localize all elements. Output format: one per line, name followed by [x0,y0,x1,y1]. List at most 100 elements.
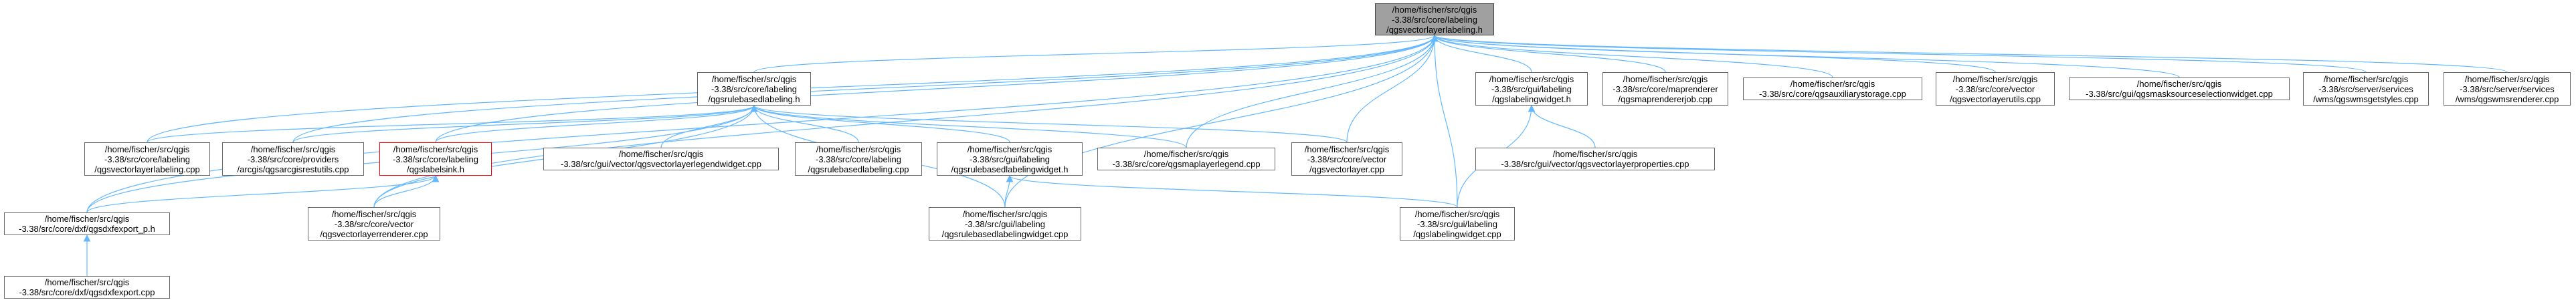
node-line: /home/fischer/src/qgis [962,208,1048,219]
node-line: /home/fischer/src/qgis [711,73,797,84]
node-line: /home/fischer/src/qgis [1304,144,1390,154]
node-line: /home/fischer/src/qgis [1489,73,1574,84]
edge-labelingwidget_cpp-to-rulebasedwidget_h [1006,174,1458,208]
edge-wmsgetstyles-to-root [1431,34,2367,73]
edge-maprendererjob-to-root [1431,34,1666,73]
node-qgsmasksourceselectionwidget-cpp[interactable]: /home/fischer/src/qgis -3.38/src/gui/qgs… [2069,78,2290,100]
node-line: /home/fischer/src/qgis [1143,149,1229,159]
node-line: -3.38/src/core/dxf/qgsdxfexport.cpp [19,287,155,297]
node-qgsauxiliarystorage-cpp[interactable]: /home/fischer/src/qgis -3.38/src/core/qg… [1743,78,1922,100]
node-qgsvectorlayerlabeling-cpp[interactable]: /home/fischer/src/qgis -3.38/src/core/la… [84,142,210,176]
node-line: /qgsrulebasedlabelingwidget.cpp [941,228,1069,239]
node-line: /home/fischer/src/qgis [2136,79,2222,89]
node-line: /qgsvectorlayerlabeling.cpp [94,164,200,174]
node-line: /home/fischer/src/qgis [2323,73,2409,84]
node-qgsvectorlayerlegendwidget-cpp[interactable]: /home/fischer/src/qgis -3.38/src/gui/vec… [543,148,779,170]
node-line: /home/fischer/src/qgis [1790,79,1875,89]
node-qgslabelingwidget-cpp[interactable]: /home/fischer/src/qgis -3.38/src/gui/lab… [1400,207,1515,241]
node-line: -3.38/src/gui/labeling [970,154,1050,164]
node-qgswmsrenderer-cpp[interactable]: /home/fischer/src/qgis -3.38/src/server/… [2444,72,2571,106]
node-line: -3.38/src/gui/labeling [1417,218,1497,229]
node-line: /home/fischer/src/qgis [2464,73,2550,84]
node-line: -3.38/src/core/providers [247,154,339,164]
node-line: -3.38/src/core/vector [334,218,414,229]
node-line: -3.38/src/core/vector [1955,84,2035,94]
node-line: -3.38/src/gui/labeling [965,218,1045,229]
node-line: /home/fischer/src/qgis [44,214,130,224]
node-line: -3.38/src/server/services [2460,84,2555,94]
node-qgsrulebasedlabelingwidget-cpp[interactable]: /home/fischer/src/qgis -3.38/src/gui/lab… [929,207,1081,241]
node-line: /qgsrulebasedlabeling.cpp [808,164,909,174]
node-qgsvectorlayerproperties-cpp[interactable]: /home/fischer/src/qgis -3.38/src/gui/vec… [1475,148,1715,170]
node-line: /qgsvectorlayerutils.cpp [1950,94,2041,104]
node-line: -3.38/src/core/labeling [711,84,797,94]
node-qgsvectorlayerutils-cpp[interactable]: /home/fischer/src/qgis -3.38/src/core/ve… [1936,72,2055,106]
edge-layer [83,34,2508,276]
edge-maplayerlegend-to-rulebased_h [750,104,1187,148]
node-line: /home/fischer/src/qgis [250,144,336,154]
node-line: /qgsvectorlayerlabeling.h [1386,24,1483,35]
edge-wmsrenderer-to-root [1431,34,2508,73]
node-line: /home/fischer/src/qgis [44,277,130,287]
node-line: /home/fischer/src/qgis [1414,208,1500,219]
node-line: /qgslabelsink.h [407,164,464,174]
edge-labelsink-to-root [435,34,1439,143]
node-line: -3.38/src/core/labeling [816,154,901,164]
node-line: /qgsrulebasedlabelingwidget.h [951,164,1069,174]
node-qgsarcgisrestutils-cpp[interactable]: /home/fischer/src/qgis -3.38/src/core/pr… [222,142,364,176]
edge-rulebasedwidget_h-to-rulebased_h [750,104,1010,143]
node-line: -3.38/src/core/dxf/qgsdxfexport_p.h [19,224,155,234]
node-line: -3.38/src/core/labeling [1392,14,1477,25]
node-line: /qgslabelingwidget.h [1492,94,1571,104]
node-line: /arcgis/qgsarcgisrestutils.cpp [237,164,349,174]
edge-rulebased_h-to-root [753,34,1439,73]
edge-rulebasedwidget_cpp-to-root [1004,34,1439,208]
node-line: -3.38/src/core/qgsauxiliarystorage.cpp [1759,89,1906,99]
edge-labelingwidget_cpp-to-root [1431,34,1458,208]
edge-dxfexport_p-to-labelsink [86,174,440,213]
node-qgsmaplayerlegend-cpp[interactable]: /home/fischer/src/qgis -3.38/src/core/qg… [1097,148,1275,170]
node-qgsvectorlayerlabeling-h[interactable]: /home/fischer/src/qgis -3.38/src/core/la… [1375,3,1494,35]
node-qgsrulebasedlabeling-h[interactable]: /home/fischer/src/qgis -3.38/src/core/la… [697,72,811,106]
node-qgsmaprendererjob-cpp[interactable]: /home/fischer/src/qgis -3.38/src/core/ma… [1602,72,1728,106]
node-line: /qgsvectorlayerrenderer.cpp [320,228,428,239]
edge-arcgisrestutils-to-root [292,34,1439,143]
node-line: /home/fischer/src/qgis [1552,149,1638,159]
node-line: /home/fischer/src/qgis [1392,4,1477,15]
node-line: /qgsrulebasedlabeling.h [708,94,800,104]
node-line: /home/fischer/src/qgis [331,208,417,219]
node-line: /qgsvectorlayer.cpp [1309,164,1384,174]
node-line: -3.38/src/core/labeling [393,154,478,164]
node-qgswmsgetstyles-cpp[interactable]: /home/fischer/src/qgis -3.38/src/server/… [2303,72,2429,106]
edge-labelingwidget_h-to-root [1431,34,1532,73]
node-qgslabelingwidget-h[interactable]: /home/fischer/src/qgis -3.38/src/gui/lab… [1475,72,1588,106]
node-qgsrulebasedlabelingwidget-h[interactable]: /home/fischer/src/qgis -3.38/src/gui/lab… [937,142,1083,176]
node-qgsdxfexport-p-h[interactable]: /home/fischer/src/qgis -3.38/src/core/dx… [4,212,170,235]
node-qgsrulebasedlabeling-cpp[interactable]: /home/fischer/src/qgis -3.38/src/core/la… [795,142,922,176]
node-line: -3.38/src/core/qgsmaplayerlegend.cpp [1112,159,1261,169]
node-qgslabelsink-h[interactable]: /home/fischer/src/qgis -3.38/src/core/la… [379,142,492,176]
edge-masksource-to-root [1431,34,2180,78]
node-qgsdxfexport-cpp[interactable]: /home/fischer/src/qgis -3.38/src/core/dx… [4,276,170,299]
edge-rulebased_cpp-to-rulebased_h [750,104,859,143]
node-line: /home/fischer/src/qgis [967,144,1052,154]
edge-maplayerlegend-to-root [1186,34,1439,148]
node-line: -3.38/src/server/services [2318,84,2413,94]
node-line: /qgslabelingwidget.cpp [1413,228,1501,239]
node-qgsvectorlayer-cpp[interactable]: /home/fischer/src/qgis -3.38/src/core/ve… [1291,142,1402,176]
edge-vectorlayerlabeling_cpp-to-rulebased_h [147,104,758,143]
node-qgsvectorlayerrenderer-cpp[interactable]: /home/fischer/src/qgis -3.38/src/core/ve… [308,207,440,241]
edge-vectorlayerrenderer-to-labelsink [373,174,440,208]
node-line: /home/fischer/src/qgis [1623,73,1708,84]
node-line: /home/fischer/src/qgis [1952,73,2038,84]
edge-vectorlayer_cpp-to-root [1346,34,1439,143]
edge-vectorlayer_cpp-to-rulebased_h [750,104,1348,143]
node-line: /home/fischer/src/qgis [393,144,478,154]
node-line: -3.38/src/core/labeling [104,154,190,164]
node-line: /wms/qgswmsgetstyles.cpp [2313,94,2419,104]
node-line: /wms/qgswmsrenderer.cpp [2455,94,2559,104]
node-line: -3.38/src/gui/vector/qgsvectorlayerlegen… [561,159,761,169]
node-line: -3.38/src/gui/vector/qgsvectorlayerprope… [1501,159,1689,169]
node-line: /home/fischer/src/qgis [816,144,901,154]
